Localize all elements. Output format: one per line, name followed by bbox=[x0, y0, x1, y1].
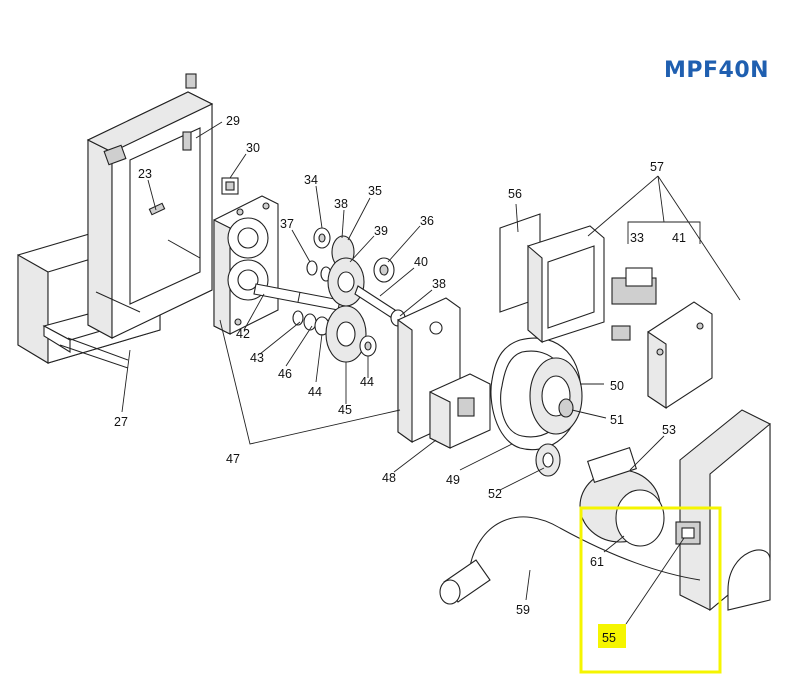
highlight-label-bg bbox=[598, 624, 626, 648]
motor-assembly bbox=[579, 409, 771, 612]
callout-50: 50 bbox=[610, 379, 624, 393]
highlight-frame bbox=[579, 506, 722, 674]
callout-57: 57 bbox=[650, 160, 664, 174]
callout-40: 40 bbox=[414, 255, 428, 269]
callout-38a: 38 bbox=[334, 197, 348, 211]
callout-44b: 44 bbox=[360, 375, 374, 389]
leader-lines bbox=[121, 121, 741, 625]
callout-59: 59 bbox=[516, 603, 530, 617]
callout-34: 34 bbox=[304, 173, 318, 187]
callout-55: 55 bbox=[602, 631, 616, 645]
callout-23: 23 bbox=[138, 167, 152, 181]
callout-45: 45 bbox=[338, 403, 352, 417]
gearbox-housing bbox=[397, 297, 491, 449]
callout-51: 51 bbox=[610, 413, 624, 427]
callout-44a: 44 bbox=[308, 385, 322, 399]
callout-42: 42 bbox=[236, 327, 250, 341]
callout-33: 33 bbox=[630, 231, 644, 245]
callout-61: 61 bbox=[590, 555, 604, 569]
callout-48: 48 bbox=[382, 471, 396, 485]
callout-29: 29 bbox=[226, 114, 240, 128]
power-cable bbox=[439, 516, 701, 605]
callout-53: 53 bbox=[662, 423, 676, 437]
gearbox-plate bbox=[213, 177, 341, 335]
callout-56: 56 bbox=[508, 187, 522, 201]
callout-39: 39 bbox=[374, 224, 388, 238]
callout-38b: 38 bbox=[432, 277, 446, 291]
callout-labels: 29 30 23 34 38 35 37 39 36 40 38 56 57 3… bbox=[114, 114, 686, 645]
callout-35: 35 bbox=[368, 184, 382, 198]
callout-36: 36 bbox=[420, 214, 434, 228]
callout-47: 47 bbox=[226, 452, 240, 466]
callout-46: 46 bbox=[278, 367, 292, 381]
callout-27: 27 bbox=[114, 415, 128, 429]
callout-52: 52 bbox=[488, 487, 502, 501]
callout-41: 41 bbox=[672, 231, 686, 245]
frame-assembly bbox=[17, 73, 214, 369]
callout-37: 37 bbox=[280, 217, 294, 231]
belt-drive bbox=[490, 337, 583, 477]
callout-49: 49 bbox=[446, 473, 460, 487]
model-title: MPF40N bbox=[664, 58, 770, 83]
callout-30: 30 bbox=[246, 141, 260, 155]
gear-train bbox=[292, 227, 406, 363]
callout-43: 43 bbox=[250, 351, 264, 365]
electric-box bbox=[499, 213, 713, 410]
